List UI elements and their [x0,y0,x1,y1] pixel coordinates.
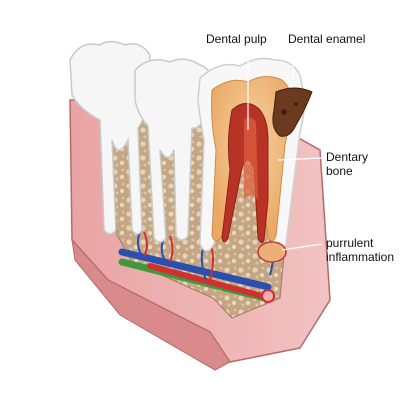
tooth-decay [272,87,313,137]
dental-enamel-label: Dental enamel [288,32,366,46]
dental-pulp [221,103,269,244]
vein [118,248,272,291]
middle-molar [134,58,214,243]
abscess [257,241,287,263]
left-molar [69,40,151,235]
dentary-leader-line [277,157,323,161]
artery [147,263,265,299]
leader-lines [247,46,323,251]
dental-pulp-label: Dental pulp [206,32,267,46]
purrulent-inflammation-label: purrulent inflammation [326,236,395,264]
artery-cross-section [261,289,275,303]
dentary-bone-label: Dentary bone [326,150,369,178]
purrulent-leader-line [281,243,323,251]
sectioned-molar [197,57,313,263]
blood-vessels [118,231,275,303]
